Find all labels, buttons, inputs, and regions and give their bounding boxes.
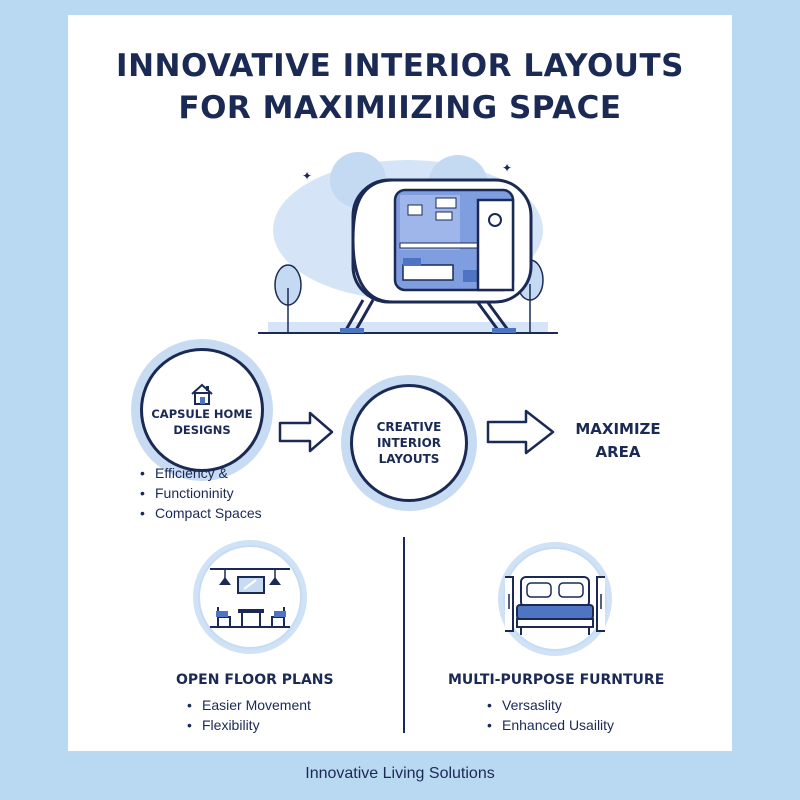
section-divider — [403, 537, 405, 733]
list-item: Compact Spaces — [138, 503, 262, 523]
capsule-home-illustration: ✦ ✦ — [258, 152, 558, 334]
capsule-home-line-1: CAPSULE HOME — [151, 407, 253, 421]
maximize-line-1: MAXIMIZE — [575, 420, 661, 438]
maximize-area-label: MAXIMIZE AREA — [558, 418, 678, 464]
open-floor-heading: OPEN FLOOR PLANS — [176, 672, 334, 688]
capsule-home-label: CAPSULE HOME DESIGNS — [151, 406, 252, 438]
capsule-home-circle: CAPSULE HOME DESIGNS — [140, 348, 264, 472]
footer-text: Innovative Living Solutions — [305, 765, 495, 782]
list-item: Functioninity — [138, 483, 262, 503]
creative-line-3: LAYOUTS — [378, 452, 440, 466]
open-floor-icon-circle — [198, 545, 302, 649]
arrow-right-icon — [278, 411, 334, 453]
arrow-right-icon-2 — [486, 409, 555, 455]
maximize-line-2: AREA — [595, 443, 641, 461]
creative-interior-label: CREATIVE INTERIOR LAYOUTS — [377, 419, 442, 467]
page-title: INNOVATIVE INTERIOR LAYOUTS FOR MAXIMIIZ… — [68, 45, 732, 129]
open-floor-bullet-list: Easier Movement Flexibility — [185, 695, 311, 735]
svg-text:✦: ✦ — [502, 161, 512, 175]
multi-purpose-bullet-list: Versaslity Enhanced Usaility — [485, 695, 614, 735]
capsule-home-line-2: DESIGNS — [173, 423, 231, 437]
infographic-card: INNOVATIVE INTERIOR LAYOUTS FOR MAXIMIIZ… — [68, 15, 732, 751]
house-icon — [191, 383, 213, 405]
tree-icon-left — [274, 264, 302, 332]
capsule-bullet-list: Efficiency & Functioninity Compact Space… — [138, 463, 262, 523]
list-item: Versaslity — [485, 695, 614, 715]
list-item: Efficiency & — [138, 463, 262, 483]
multi-purpose-icon-circle — [496, 547, 614, 651]
title-line-2: FOR MAXIMIIZING SPACE — [178, 90, 622, 126]
creative-line-1: CREATIVE — [376, 420, 442, 434]
svg-text:✦: ✦ — [302, 169, 312, 183]
title-line-1: INNOVATIVE INTERIOR LAYOUTS — [116, 48, 684, 84]
list-item: Enhanced Usaility — [485, 715, 614, 735]
list-item: Easier Movement — [185, 695, 311, 715]
creative-line-2: INTERIOR — [376, 436, 442, 450]
multi-purpose-heading: MULTI-PURPOSE FURNTURE — [448, 672, 665, 688]
dining-room-icon — [210, 568, 290, 628]
creative-interior-circle: CREATIVE INTERIOR LAYOUTS — [350, 384, 468, 502]
list-item: Flexibility — [185, 715, 311, 735]
bed-wardrobe-icon — [496, 576, 614, 635]
